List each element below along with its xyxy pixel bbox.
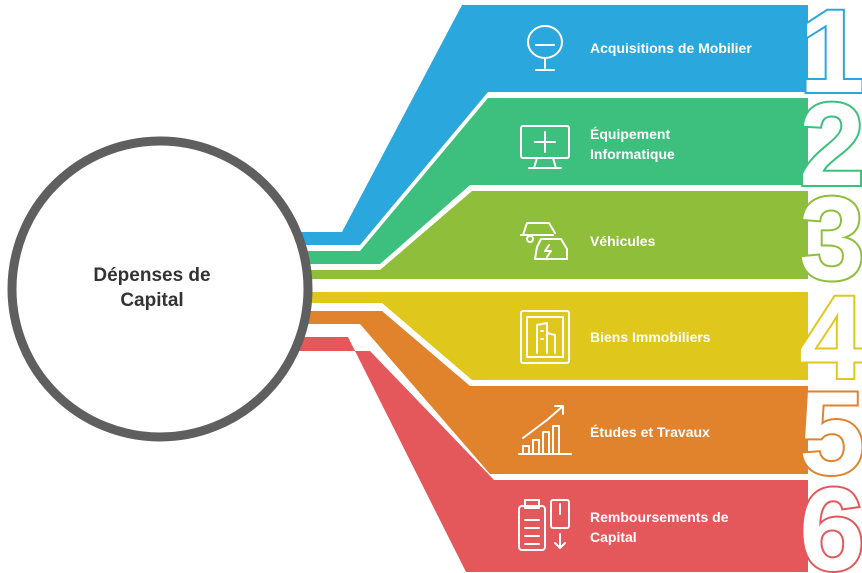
item-4: 4 Biens Immobiliers xyxy=(290,270,862,406)
number-2: 2 xyxy=(799,79,862,211)
item-6: 6 Remboursements de Capital xyxy=(290,337,862,573)
ribbon-2 xyxy=(290,98,808,264)
item-5: 5 Études et Travaux xyxy=(290,311,862,502)
center-circle xyxy=(7,136,313,442)
item-5-label-line-1: Études et Travaux xyxy=(590,424,710,440)
item-2-label-line-2: Informatique xyxy=(590,146,675,162)
item-6-label-line-2: Capital xyxy=(590,529,637,545)
item-1-label-line-1: Acquisitions de Mobilier xyxy=(590,40,752,56)
ribbon-4 xyxy=(290,292,808,380)
monitor-icon xyxy=(520,125,570,169)
center-title-line-2: Capital xyxy=(120,290,183,311)
center-title-line-1: Dépenses de xyxy=(93,265,210,286)
item-2-label-line-1: Équipement xyxy=(590,126,670,142)
ribbon-1 xyxy=(290,5,808,245)
ribbon-6 xyxy=(290,337,808,572)
growth-chart-icon xyxy=(518,405,572,455)
item-2: 2 Équipement Informatique xyxy=(290,77,862,264)
chair-icon xyxy=(527,25,563,71)
number-4: 4 xyxy=(799,272,862,404)
item-3-label-line-1: Véhicules xyxy=(590,233,656,249)
item-1: 1 Acquisitions de Mobilier xyxy=(290,0,862,245)
item-3: 3 Véhicules xyxy=(290,171,862,307)
ribbon-5 xyxy=(290,311,808,474)
center-hub: Dépenses de Capital xyxy=(7,136,313,442)
item-6-label-line-1: Remboursements de xyxy=(590,509,729,525)
vehicles-icon xyxy=(520,222,568,260)
number-3: 3 xyxy=(799,173,862,305)
number-5: 5 xyxy=(799,368,862,500)
item-4-label-line-1: Biens Immobiliers xyxy=(590,329,711,345)
building-document-icon xyxy=(520,310,570,364)
payment-terminal-icon xyxy=(518,499,570,551)
number-6: 6 xyxy=(799,464,862,573)
